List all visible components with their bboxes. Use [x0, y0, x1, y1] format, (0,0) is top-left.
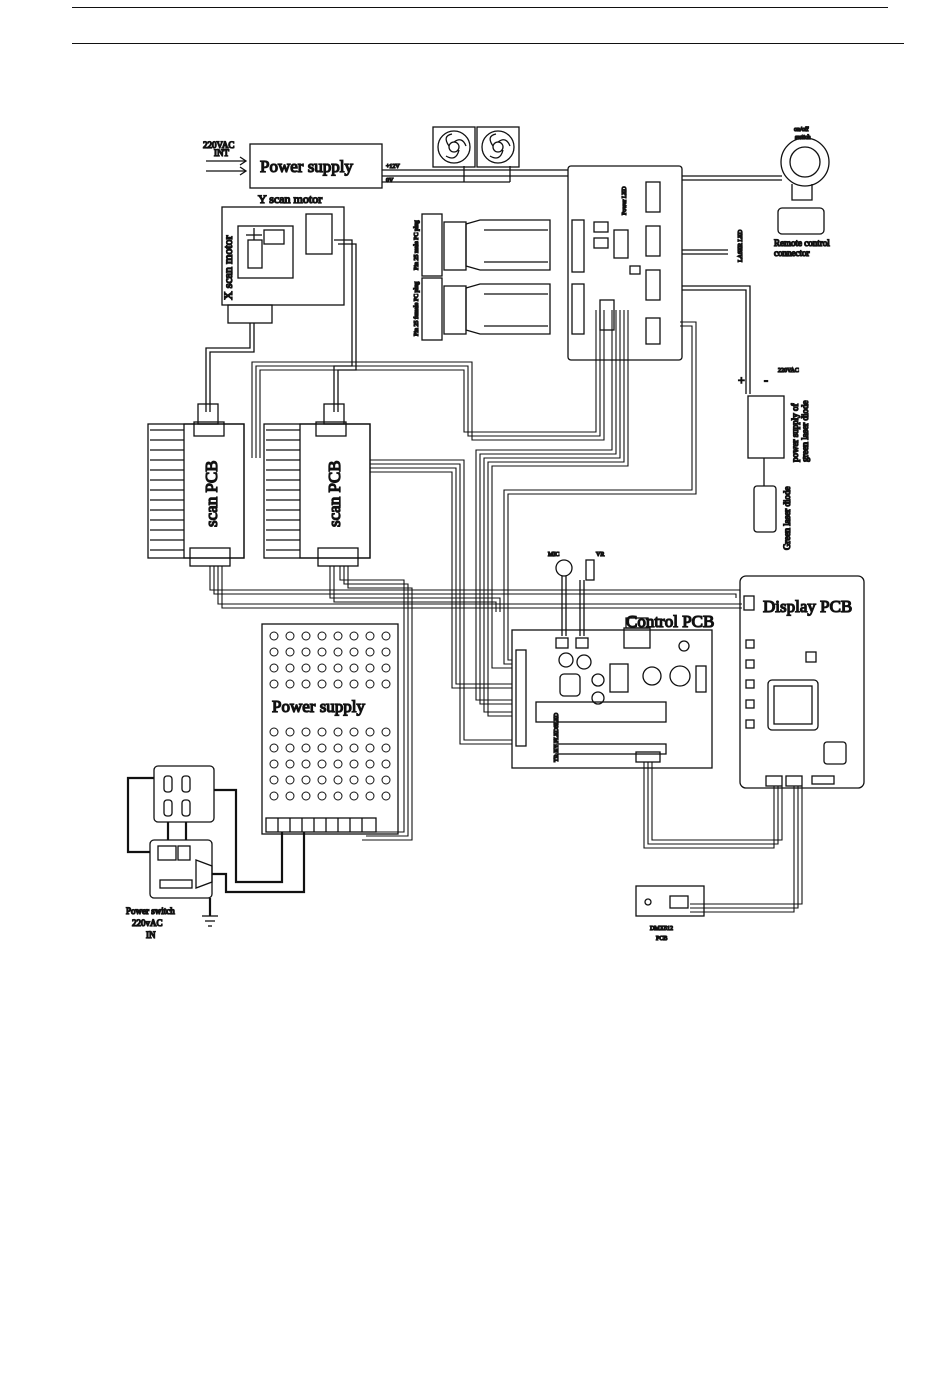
power-switch-assembly — [149, 765, 215, 899]
top-power-supply-box — [249, 143, 383, 189]
power-switch-label-2: 220vAC — [132, 918, 163, 928]
plus-label: + — [738, 373, 745, 387]
mic-label: MIC — [548, 552, 559, 558]
power-led-label: Power LED — [622, 186, 628, 215]
power-switch-label-1: Power switch — [126, 906, 175, 916]
green-diode-label: Green laser diode — [782, 487, 792, 550]
v0-label: 0V — [386, 178, 394, 184]
ground-symbol — [202, 915, 218, 927]
display-pcb-label: Display PCB — [763, 597, 852, 616]
laser-ps-label-1: power supply of — [790, 404, 800, 463]
scan-motor-block — [221, 206, 345, 306]
vr-label: VR — [596, 552, 604, 558]
laser-ps-label-2: green laser diode — [800, 401, 810, 462]
psu-terminal-block — [265, 817, 377, 833]
power-switch-label-3: IN — [146, 930, 156, 940]
display-pcb-components — [743, 595, 847, 787]
dmx-label-2: PCB — [656, 936, 667, 942]
header-rule-bottom — [72, 43, 904, 44]
power-switch-wiring — [126, 776, 306, 916]
scan-pcb-left — [147, 421, 245, 567]
interface-pcb — [567, 165, 683, 361]
onoff-label-2: switch — [795, 135, 811, 141]
scan-pcb-left-label: scan PCB — [202, 460, 221, 527]
y-scan-motor-label: Y scan motor — [258, 192, 322, 206]
motor-connector-box — [227, 304, 273, 324]
scan-pcb-right-label: scan PCB — [325, 460, 344, 527]
scan-motor-inner — [237, 225, 294, 279]
main-power-supply-label: Power supply — [272, 697, 366, 716]
top-power-supply-label: Power supply — [260, 157, 354, 176]
onoff-label-1: on/off — [794, 126, 809, 133]
control-pcb — [511, 629, 713, 769]
scan-pcb-right — [263, 421, 371, 567]
ac-input-arrows — [206, 156, 248, 176]
vr-element — [585, 559, 595, 581]
plug-female-label: Pin 25 female PC plug — [413, 282, 420, 336]
ac-input-label: 220VAC — [203, 140, 234, 150]
psu-vent-holes — [269, 631, 391, 801]
v12-label: +12V — [386, 164, 400, 170]
dmx-label-1: DMX512 — [650, 926, 673, 932]
interface-pcb-chips — [571, 181, 661, 345]
main-power-supply — [261, 623, 399, 835]
mic-element — [555, 559, 573, 577]
laser-ps-box — [747, 395, 785, 459]
ac-input-label-2: INT — [214, 148, 229, 158]
laser-led-label: LASER LED — [738, 229, 744, 262]
minus-label: - — [764, 373, 768, 387]
motor-shapes — [246, 213, 333, 269]
signal-bundles — [251, 310, 697, 745]
header-rule-top — [72, 7, 888, 8]
remote-label-2: connector — [774, 248, 809, 258]
x-scan-motor-label: X scan motor — [221, 235, 235, 300]
green-laser-diode — [753, 485, 777, 533]
laser-ps-ac-label: 220VAC — [778, 368, 799, 374]
onoff-switch — [780, 137, 830, 187]
remote-connector — [777, 207, 825, 235]
remote-label-1: Remote control — [774, 238, 830, 248]
switch-to-remote-wire — [791, 184, 813, 201]
control-pcb-components — [515, 617, 707, 763]
control-side-label: TR XY FLEDSLED — [554, 712, 560, 762]
dmx512-pcb — [635, 885, 705, 917]
db25-plugs — [421, 213, 551, 341]
plug-male-label: Pin 25 male PC plug — [414, 220, 420, 270]
ps-output-wires — [382, 166, 568, 183]
cooling-fans — [432, 126, 520, 168]
